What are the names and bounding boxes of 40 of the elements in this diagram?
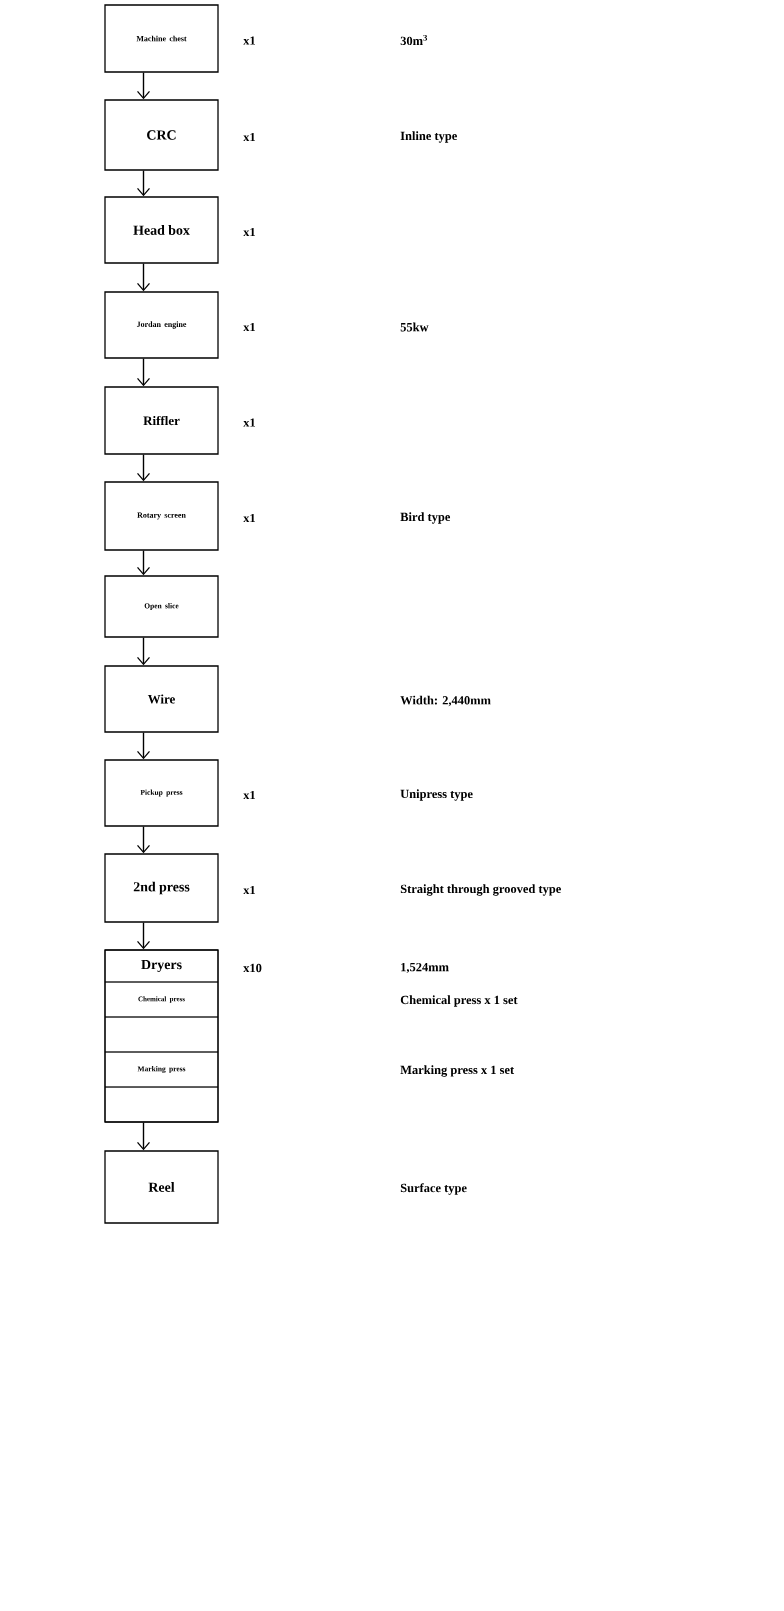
- process-box: 2nd press: [104, 853, 219, 923]
- side-note: x1: [243, 132, 255, 142]
- spec-note: Marking press x 1 set: [400, 1065, 515, 1077]
- side-note: x1: [243, 36, 255, 45]
- empty-row: [104, 1016, 219, 1053]
- side-note: x1: [243, 322, 255, 332]
- spec-note: Surface type: [400, 1183, 467, 1195]
- spec-note: 55kw: [400, 322, 429, 332]
- spec-note: Bird type: [400, 512, 451, 524]
- stack-row: Dryers: [104, 949, 219, 983]
- side-note: x1: [243, 790, 255, 800]
- side-note: x1: [243, 418, 255, 427]
- empty-row: [104, 1086, 219, 1123]
- process-box: CRC: [104, 99, 219, 171]
- arrow: [136, 262, 151, 292]
- spec-note: 30m$^{3}$: [400, 34, 428, 46]
- spec-note: Inline type: [400, 131, 457, 143]
- spec-note: Straight through grooved type: [400, 884, 561, 896]
- arrow: [136, 357, 151, 387]
- process-box: Head box: [104, 196, 219, 264]
- arrow: [136, 169, 151, 197]
- arrow: [136, 453, 151, 482]
- arrow: [136, 549, 151, 576]
- arrow: [136, 921, 151, 950]
- arrow: [136, 1121, 151, 1151]
- arrow: [136, 731, 151, 760]
- side-note: x1: [243, 227, 255, 237]
- side-note: x1: [243, 885, 255, 895]
- spec-note: 1,524mm: [401, 962, 449, 974]
- side-note: x1: [243, 513, 255, 523]
- arrow: [136, 636, 151, 666]
- spec-note: Width: 2,440mm: [400, 695, 491, 707]
- process-box: Wire: [104, 665, 219, 733]
- arrow: [136, 825, 151, 854]
- side-note: x10: [243, 963, 262, 973]
- spec-note: Unipress type: [400, 789, 473, 801]
- process-box: Reel: [104, 1150, 219, 1224]
- process-box: Riffler: [104, 386, 219, 455]
- spec-note: Chemical press x 1 set: [400, 995, 518, 1007]
- arrow: [136, 71, 151, 100]
